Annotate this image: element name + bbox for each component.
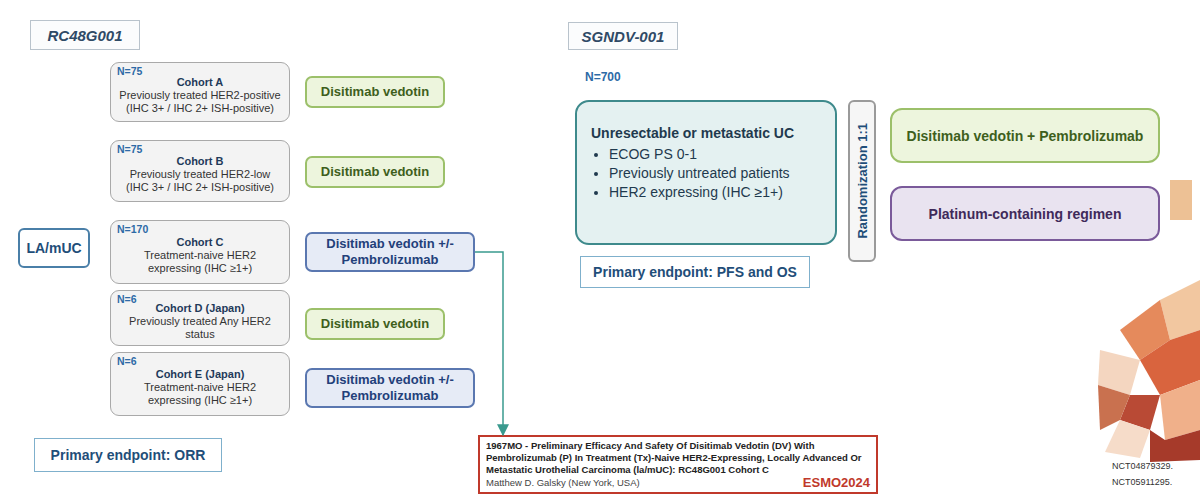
node-text: Cohort B bbox=[176, 155, 223, 168]
node-text: ESMO2024 bbox=[803, 477, 870, 489]
treatment-box: Disitimab vedotin +/- Pembrolizumab bbox=[305, 232, 475, 272]
node-text: RC48G001 bbox=[47, 27, 122, 44]
population-box: LA/mUC bbox=[18, 228, 90, 268]
node-text: N=75 bbox=[117, 143, 142, 156]
node-text: Disitimab vedotin bbox=[321, 84, 429, 100]
bullet-item: Previously untreated patients bbox=[609, 164, 823, 183]
cohort-box: N=170Cohort CTreatment-naive HER2 expres… bbox=[110, 220, 290, 284]
endpoint-box: Primary endpoint: PFS and OS bbox=[580, 256, 810, 288]
trial-id: NCT04879329. bbox=[1112, 461, 1173, 471]
node-text: Previously treated HER2-low (IHC 3+ / IH… bbox=[117, 168, 283, 194]
bullet-item: ECOG PS 0-1 bbox=[609, 145, 823, 164]
bullet-item: HER2 expressing (IHC ≥1+) bbox=[609, 183, 823, 202]
cohort-box: N=6Cohort E (Japan)Treatment-naive HER2 … bbox=[110, 352, 290, 416]
node-text: 1967MO - Preliminary Efficacy And Safety… bbox=[486, 440, 870, 476]
treatment-box: Disitimab vedotin +/- Pembrolizumab bbox=[305, 368, 475, 408]
node-text: Primary endpoint: ORR bbox=[51, 447, 206, 463]
node-text: Treatment-naive HER2 expressing (IHC ≥1+… bbox=[117, 249, 283, 275]
node-text: Disitimab vedotin bbox=[321, 316, 429, 332]
node-text: Cohort E (Japan) bbox=[156, 368, 245, 381]
node-text: Previously treated Any HER2 status bbox=[117, 315, 283, 341]
node-text: Disitimab vedotin + Pembrolizumab bbox=[907, 128, 1144, 144]
study-title: RC48G001 bbox=[30, 20, 140, 50]
cohort-box: N=75Cohort BPreviously treated HER2-low … bbox=[110, 140, 290, 202]
node-text: Disitimab vedotin +/- Pembrolizumab bbox=[307, 372, 473, 404]
node-text: Primary endpoint: PFS and OS bbox=[593, 264, 797, 280]
node-text: Platinum-containing regimen bbox=[929, 206, 1122, 222]
treatment-box: Disitimab vedotin bbox=[305, 308, 445, 340]
treatment-box: Disitimab vedotin bbox=[305, 76, 445, 108]
abstract-box: 1967MO - Preliminary Efficacy And Safety… bbox=[478, 435, 878, 494]
node-text: Cohort A bbox=[177, 76, 224, 89]
node-text: Treatment-naive HER2 expressing (IHC ≥1+… bbox=[117, 381, 283, 407]
study-title: SGNDV-001 bbox=[568, 22, 678, 50]
population-box: Unresectable or metastatic UC ECOG PS 0-1… bbox=[575, 100, 837, 245]
sample-size: N=700 bbox=[585, 70, 621, 84]
node-text: SGNDV-001 bbox=[582, 28, 665, 45]
arm-box: Platinum-containing regimen bbox=[890, 186, 1160, 241]
node-text: N=170 bbox=[117, 223, 148, 236]
node-text: Cohort D (Japan) bbox=[155, 302, 244, 315]
node-text: Unresectable or metastatic UC bbox=[591, 124, 823, 143]
treatment-box: Disitimab vedotin bbox=[305, 156, 445, 188]
randomization-box: Randomization 1:1 bbox=[848, 100, 876, 262]
trial-id: NCT05911295. bbox=[1112, 477, 1172, 487]
node-text: Disitimab vedotin +/- Pembrolizumab bbox=[307, 236, 473, 268]
node-text: N=6 bbox=[117, 293, 137, 306]
cohort-box: N=6Cohort D (Japan)Previously treated An… bbox=[110, 290, 290, 346]
connector-arrow bbox=[475, 252, 503, 435]
node-text: N=75 bbox=[117, 65, 142, 78]
bullet-list: ECOG PS 0-1Previously untreated patients… bbox=[591, 145, 823, 202]
endpoint-box: Primary endpoint: ORR bbox=[34, 438, 222, 472]
node-text: Previously treated HER2-positive (IHC 3+… bbox=[117, 89, 283, 115]
node-text: Cohort C bbox=[176, 236, 223, 249]
cohort-box: N=75Cohort APreviously treated HER2-posi… bbox=[110, 62, 290, 122]
node-text: N=6 bbox=[117, 355, 137, 368]
node-text: LA/mUC bbox=[26, 240, 81, 256]
node-text: Randomization 1:1 bbox=[855, 123, 870, 239]
arm-box: Disitimab vedotin + Pembrolizumab bbox=[890, 108, 1160, 163]
node-text: Disitimab vedotin bbox=[321, 164, 429, 180]
